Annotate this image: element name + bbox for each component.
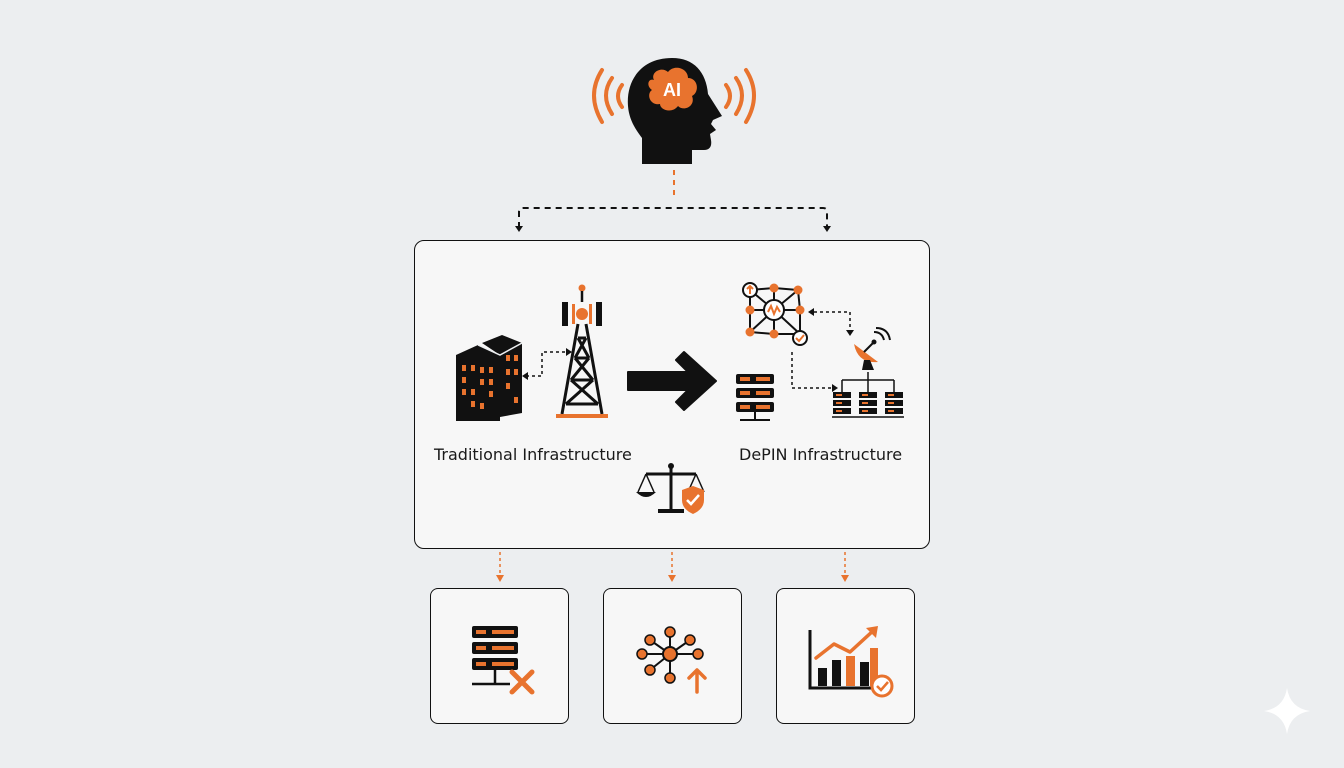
ai-head-icon: AI [592, 58, 756, 164]
signal-wave-left-outer [592, 68, 604, 124]
arrowhead-left [515, 226, 523, 232]
right-arrow-icon [627, 351, 717, 411]
cell-tower-icon [556, 284, 608, 418]
signal-wave-right-outer [744, 68, 756, 124]
head-connector-lines [515, 170, 831, 232]
signal-wave-left-middle [604, 76, 614, 116]
buildings-tower-link [522, 348, 572, 380]
sparkle-icon [1264, 688, 1310, 734]
arrowhead-right [823, 226, 831, 232]
office-buildings-icon [456, 335, 523, 421]
card-growth-chart [776, 588, 915, 724]
card-server-failure [430, 588, 569, 724]
signal-wave-right-inner [724, 83, 732, 109]
distributed-servers-icon [832, 372, 904, 418]
signal-wave-left-inner [616, 83, 624, 109]
ai-badge-text: AI [663, 80, 681, 100]
server-failure-icon [472, 626, 535, 695]
panel-card-connectors [496, 552, 849, 582]
network-mesh-icon [742, 282, 808, 346]
brain-badge-shape [648, 67, 697, 111]
traditional-infrastructure-label: Traditional Infrastructure [434, 445, 632, 464]
depin-infrastructure-label: DePIN Infrastructure [739, 445, 903, 464]
mesh-satellite-link [808, 308, 854, 336]
network-growth-icon [636, 626, 707, 694]
server-rack-icon [736, 374, 774, 421]
satellite-dish-icon [854, 327, 891, 370]
signal-wave-right-middle [734, 76, 744, 116]
rack-servers-link [791, 352, 838, 392]
growth-chart-check-icon [808, 626, 894, 698]
balance-scale-shield-icon [636, 463, 705, 514]
